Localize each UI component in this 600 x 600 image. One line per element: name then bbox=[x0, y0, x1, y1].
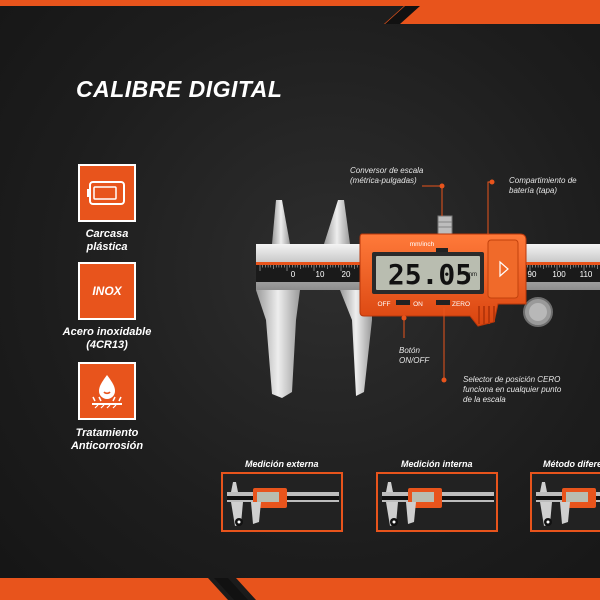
callout-line: de la escala bbox=[463, 395, 506, 404]
feature-label-line1: Tratamiento bbox=[75, 427, 139, 439]
callout-power-button: Botón ON/OFF bbox=[399, 346, 429, 366]
grip-ridges bbox=[478, 306, 495, 324]
callout-line: funciona en cualquier punto bbox=[463, 385, 562, 394]
callout-line: Compartimiento de bbox=[509, 176, 577, 185]
callout-line: Botón bbox=[399, 346, 420, 355]
zero-label: ZERO bbox=[452, 301, 470, 308]
scale-label-100: 100 bbox=[552, 270, 566, 279]
thumb-wheel-inner bbox=[529, 303, 547, 321]
callout-zero-selector: Selector de posición CERO funciona en cu… bbox=[463, 375, 561, 405]
callout-line: (métrica-pulgadas) bbox=[350, 176, 417, 185]
mode-external-title: Medición externa bbox=[245, 459, 319, 469]
callout-scale-converter: Conversor de escala (métrica-pulgadas) bbox=[350, 166, 423, 186]
battery-case-icon bbox=[87, 181, 125, 205]
battery-compartment[interactable] bbox=[487, 239, 519, 299]
mode-differential-thumbnail bbox=[530, 472, 600, 532]
lcd-screen bbox=[376, 256, 480, 290]
feature-plastic-case-label: Carcasa plástica bbox=[72, 228, 142, 254]
mini-caliper-icon bbox=[536, 482, 600, 526]
power-button[interactable] bbox=[396, 300, 410, 305]
mode-internal-title: Medición interna bbox=[401, 459, 473, 469]
off-label: OFF bbox=[378, 301, 391, 308]
page-title: CALIBRE DIGITAL bbox=[76, 76, 283, 102]
inox-icon: INOX bbox=[92, 284, 122, 298]
feature-label-line2: Anticorrosión bbox=[70, 440, 144, 452]
feature-stainless-steel-label: Acero inoxidable (4CR13) bbox=[58, 326, 156, 352]
feature-stainless-steel: INOX bbox=[78, 262, 136, 320]
lcd-unit: mm bbox=[467, 272, 477, 278]
scale-label-10: 10 bbox=[316, 270, 325, 279]
top-accent-stripe bbox=[0, 0, 600, 24]
zero-button[interactable] bbox=[436, 300, 450, 305]
callout-battery: Compartimiento de batería (tapa) bbox=[509, 176, 577, 196]
bottom-accent-stripe bbox=[0, 578, 600, 600]
scale-label-20: 20 bbox=[342, 270, 351, 279]
arrow-right-icon bbox=[499, 260, 509, 278]
unit-toggle-label: mm/inch bbox=[410, 241, 435, 248]
feature-label-line2: plástica bbox=[86, 241, 128, 253]
feature-anticorrosion bbox=[78, 362, 136, 420]
feature-label-line1: Acero inoxidable bbox=[62, 326, 152, 338]
unit-toggle-button[interactable] bbox=[436, 248, 448, 252]
scale-label-0: 0 bbox=[291, 270, 296, 279]
feature-label-line1: Carcasa bbox=[85, 228, 129, 240]
callout-line: batería (tapa) bbox=[509, 186, 558, 195]
mini-caliper-icon bbox=[382, 482, 494, 526]
anticorrosion-icon bbox=[92, 375, 122, 409]
scale-label-110: 110 bbox=[580, 270, 593, 279]
callout-line: Conversor de escala bbox=[350, 166, 424, 175]
mini-caliper-icon bbox=[227, 482, 339, 526]
scale-label-90: 90 bbox=[528, 270, 537, 279]
upper-fixed-jaw bbox=[272, 200, 290, 244]
upper-sliding-jaw bbox=[324, 200, 350, 244]
callout-dots bbox=[401, 179, 495, 383]
feature-anticorrosion-label: Tratamiento Anticorrosión bbox=[64, 427, 150, 453]
callout-line: ON/OFF bbox=[399, 356, 430, 365]
mode-external-thumbnail bbox=[221, 472, 343, 532]
callout-line: Selector de posición CERO bbox=[463, 375, 561, 384]
feature-label-line2: (4CR13) bbox=[86, 339, 128, 351]
feature-plastic-case bbox=[78, 164, 136, 222]
on-label: ON bbox=[413, 301, 423, 308]
lower-fixed-jaw bbox=[256, 290, 300, 398]
mode-internal-thumbnail bbox=[376, 472, 498, 532]
locking-screw[interactable] bbox=[437, 215, 453, 235]
mode-differential-title: Método diferencial bbox=[543, 459, 600, 469]
lcd-reading: 25.05 bbox=[388, 258, 472, 291]
